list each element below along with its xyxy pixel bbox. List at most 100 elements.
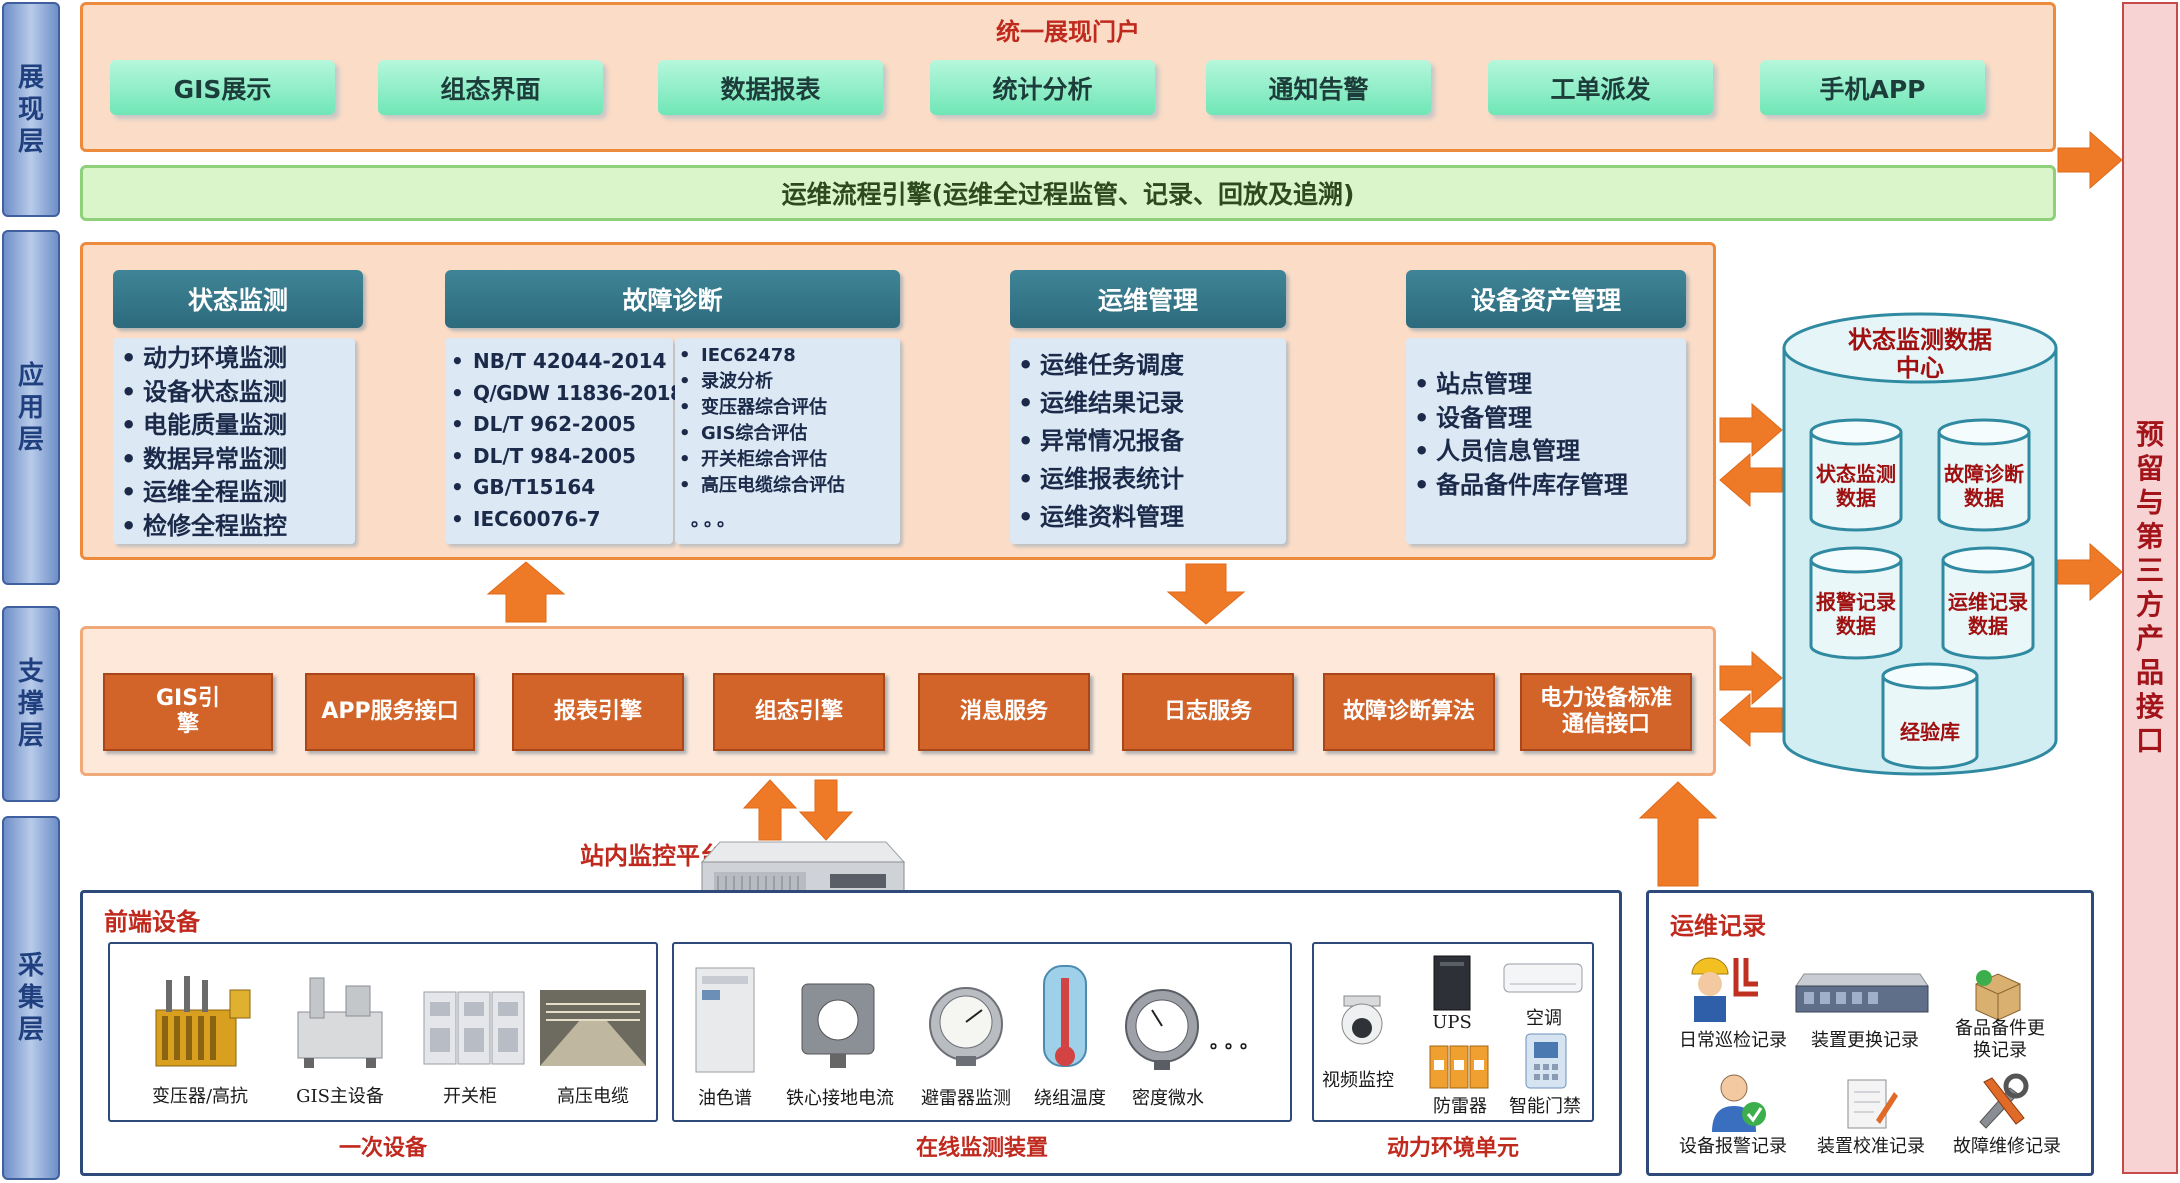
device-replace-icon <box>1795 973 1929 1013</box>
list-item: GIS综合评估 <box>679 421 900 447</box>
portal-title: 统一展现门户 <box>996 18 1140 46</box>
ups-icon <box>1433 955 1471 1011</box>
surge-protector-icon <box>1429 1045 1489 1089</box>
device-label-transformer: 变压器/高抗 <box>151 1086 249 1107</box>
list-item: 站点管理 <box>1414 368 1686 402</box>
portal-btn-app[interactable]: 手机APP <box>1760 60 1985 115</box>
device-label-hv-cable: 高压电缆 <box>557 1086 629 1107</box>
om-records-title: 运维记录 <box>1670 912 1766 940</box>
device-alarm-icon <box>1712 1074 1766 1132</box>
calibration-icon <box>1847 1079 1898 1129</box>
device-label-arrester: 避雷器监测 <box>921 1088 1011 1109</box>
portal-btn-alarm[interactable]: 通知告警 <box>1206 60 1431 115</box>
layer-tab-application: 应用层 <box>2 230 60 585</box>
list-item: 变压器综合评估 <box>679 395 900 421</box>
transformer-icon <box>155 976 251 1067</box>
layer-tab-presentation: 展现层 <box>2 2 60 217</box>
list-item: DL/T 962-2005 <box>451 409 673 441</box>
gis-equipment-icon <box>297 977 383 1068</box>
video-camera-icon <box>1341 995 1383 1045</box>
smart-access-icon <box>1525 1033 1567 1089</box>
repair-tools-icon <box>1979 1073 2029 1129</box>
layer-label-presentation: 展现层 <box>17 62 44 157</box>
third-party-interface-tab: 预留与第三方产品接口 <box>2122 2 2178 1174</box>
module-asset-management-title: 设备资产管理 <box>1406 270 1686 328</box>
online-more-ellipsis: 。。。 <box>1210 1032 1264 1053</box>
record-label-repair: 故障维修记录 <box>1953 1136 2061 1157</box>
cylinder-experience-label: 经验库 <box>1900 720 1960 744</box>
service-app-interface[interactable]: APP服务接口 <box>305 673 475 751</box>
record-label-calibration: 装置校准记录 <box>1817 1136 1925 1157</box>
cylinder-alarm-data-label: 报警记录数据 <box>1816 590 1896 638</box>
portal-btn-gis[interactable]: GIS展示 <box>110 60 335 115</box>
module-status-monitoring-list: 动力环境监测 设备状态监测 电能质量监测 数据异常监测 运维全程监测 检修全程监… <box>113 338 355 544</box>
module-fault-standards-list: NB/T 42044-2014 Q/GDW 11836-2018 DL/T 96… <box>445 338 684 544</box>
list-item: GB/T15164 <box>451 472 673 504</box>
oil-chromatograph-icon <box>695 967 755 1073</box>
portal-btn-report[interactable]: 数据报表 <box>658 60 883 115</box>
core-ground-current-icon <box>801 983 875 1068</box>
service-config-engine[interactable]: 组态引擎 <box>713 673 885 751</box>
module-om-management-title: 运维管理 <box>1010 270 1286 328</box>
record-label-device-alarm: 设备报警记录 <box>1679 1136 1787 1157</box>
workflow-engine-bar: 运维流程引擎(运维全过程监管、记录、回放及追溯) <box>80 165 2056 221</box>
list-item: 录波分析 <box>679 369 900 395</box>
device-label-oil-chromatograph: 油色谱 <box>698 1088 752 1109</box>
record-label-inspection: 日常巡检记录 <box>1679 1030 1787 1051</box>
switchgear-icon <box>423 991 525 1065</box>
module-fault-diagnosis-title: 故障诊断 <box>445 270 900 328</box>
device-label-switchgear: 开关柜 <box>443 1086 497 1107</box>
device-label-gis: GIS主设备 <box>296 1086 384 1107</box>
module-status-monitoring-title: 状态监测 <box>113 270 363 328</box>
list-item: NB/T 42044-2014 <box>451 346 673 378</box>
layer-label-support: 支撑层 <box>17 657 44 751</box>
list-item: 运维任务调度 <box>1018 346 1286 384</box>
list-item: 检修全程监控 <box>121 510 355 544</box>
list-item: 设备状态监测 <box>121 376 355 410</box>
service-log[interactable]: 日志服务 <box>1122 673 1294 751</box>
station-platform-label: 站内监控平台 <box>580 842 724 870</box>
inspection-worker-icon <box>1691 957 1758 1022</box>
module-om-management-list: 运维任务调度 运维结果记录 异常情况报备 运维报表统计 运维资料管理 <box>1010 338 1286 544</box>
cylinder-fault-data-label: 故障诊断数据 <box>1944 462 2024 510</box>
online-monitoring-caption: 在线监测装置 <box>915 1136 1048 1161</box>
front-devices-title: 前端设备 <box>104 908 200 936</box>
list-item: IEC62478 <box>679 343 900 369</box>
portal-btn-workorder[interactable]: 工单派发 <box>1488 60 1713 115</box>
layer-tab-support: 支撑层 <box>2 606 60 802</box>
list-item: 运维结果记录 <box>1018 384 1286 422</box>
list-item: 电能质量监测 <box>121 409 355 443</box>
device-label-access: 智能门禁 <box>1509 1096 1581 1117</box>
portal-btn-config[interactable]: 组态界面 <box>378 60 603 115</box>
record-label-device-replace: 装置更换记录 <box>1811 1030 1919 1051</box>
fault-more-ellipsis: 。。。 <box>691 510 739 531</box>
device-label-surge: 防雷器 <box>1433 1096 1487 1117</box>
cylinder-status-data-icon <box>1809 418 1903 532</box>
list-item: 人员信息管理 <box>1414 435 1686 469</box>
cylinder-status-data-label: 状态监测数据 <box>1816 462 1896 510</box>
service-gis-engine[interactable]: GIS引擎 <box>103 673 273 751</box>
portal-btn-stats[interactable]: 统计分析 <box>930 60 1155 115</box>
device-label-winding-temp: 绕组温度 <box>1034 1088 1106 1109</box>
list-item: 动力环境监测 <box>121 342 355 376</box>
service-message[interactable]: 消息服务 <box>918 673 1090 751</box>
service-fault-algorithm[interactable]: 故障诊断算法 <box>1323 673 1495 751</box>
cylinder-experience-icon <box>1881 662 1979 770</box>
layer-label-application: 应用层 <box>17 360 44 455</box>
list-item: 异常情况报备 <box>1018 422 1286 460</box>
list-item: Q/GDW 11836-2018 <box>451 378 684 410</box>
air-conditioner-icon <box>1503 963 1583 993</box>
record-label-spare-parts: 备品备件更换记录 <box>1955 1018 2045 1061</box>
device-label-aircon: 空调 <box>1526 1008 1562 1029</box>
service-standard-comm-interface[interactable]: 电力设备标准通信接口 <box>1520 673 1692 751</box>
winding-temperature-icon <box>1043 965 1087 1067</box>
list-item: 高压电缆综合评估 <box>679 473 900 499</box>
list-item: 运维报表统计 <box>1018 460 1286 498</box>
hv-cable-icon <box>540 990 646 1066</box>
device-label-density-moisture: 密度微水 <box>1132 1088 1204 1109</box>
primary-equipment-caption: 一次设备 <box>338 1136 427 1161</box>
service-report-engine[interactable]: 报表引擎 <box>512 673 684 751</box>
device-label-video: 视频监控 <box>1322 1070 1394 1091</box>
arrester-monitor-icon <box>929 987 1003 1066</box>
list-item: 运维全程监测 <box>121 476 355 510</box>
